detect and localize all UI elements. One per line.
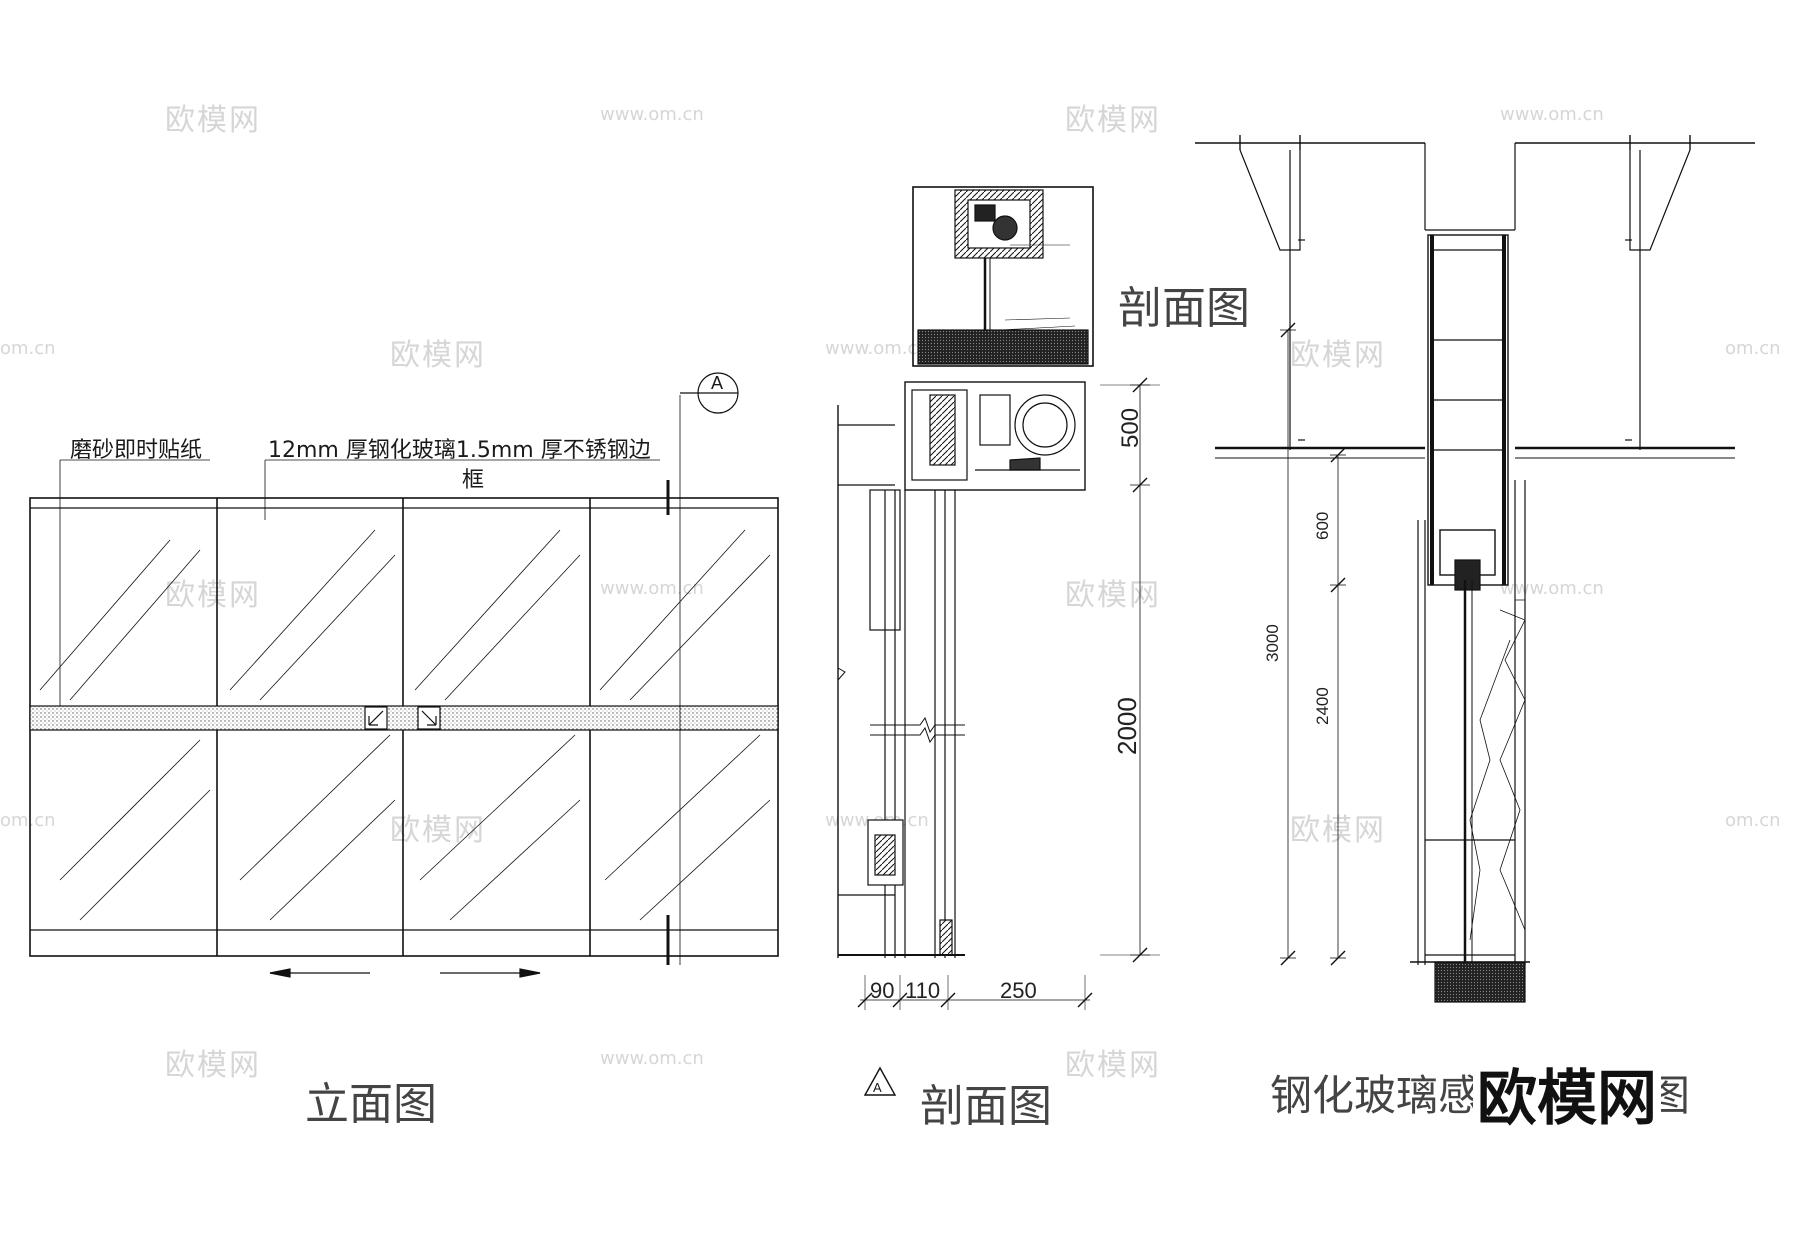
elevation-drawing: [29, 372, 779, 978]
door-section-drawing: [1195, 135, 1755, 1003]
watermark-url: om.cn: [0, 810, 56, 831]
watermark-brand: 欧模网: [1290, 813, 1386, 848]
watermark-url: www.om.cn: [600, 104, 704, 125]
watermark-brand: 欧模网: [1065, 103, 1161, 138]
watermark-brand: 欧模网: [1290, 338, 1386, 373]
watermark-brand: 欧模网: [1065, 578, 1161, 613]
watermark-brand: 欧模网: [390, 813, 486, 848]
dim-600: 600: [1313, 511, 1332, 540]
watermark-url: www.om.cn: [1500, 578, 1604, 599]
section-a-title: 剖面图: [920, 1081, 1052, 1132]
watermark-brand: 欧模网: [390, 338, 486, 373]
watermark-url: om.cn: [1725, 810, 1781, 831]
note-tempered-glass-line2: 框: [462, 468, 485, 493]
dim-250: 250: [1000, 978, 1037, 1003]
dim-2400: 2400: [1313, 687, 1332, 725]
inset-detail: [912, 186, 1094, 367]
dim-2000: 2000: [1112, 697, 1142, 755]
note-frosted-film: 磨砂即时贴纸: [70, 438, 203, 463]
watermark-brand: 欧模网: [165, 1048, 261, 1083]
watermark-url: www.om.cn: [600, 1048, 704, 1069]
note-tempered-glass: 12mm 厚钢化玻璃1.5mm 厚不锈钢边: [268, 438, 651, 463]
inset-title: 剖面图: [1118, 283, 1250, 334]
brand-logo: 欧模网: [1473, 1050, 1661, 1137]
watermark-url: om.cn: [1725, 338, 1781, 359]
watermark-url: om.cn: [0, 338, 56, 359]
section-a-title-letter: A: [873, 1080, 882, 1095]
watermark-brand: 欧模网: [1065, 1048, 1161, 1083]
watermark-url: www.om.cn: [1500, 104, 1604, 125]
watermark-url: www.om.cn: [600, 578, 704, 599]
elevation-title: 立面图: [305, 1079, 437, 1130]
watermark-brand: 欧模网: [165, 578, 261, 613]
dim-500: 500: [1117, 407, 1144, 448]
dim-110: 110: [905, 978, 941, 1003]
watermark-brand: 欧模网: [165, 103, 261, 138]
watermark-url: www.om.cn: [825, 338, 929, 359]
dim-3000: 3000: [1263, 624, 1282, 662]
section-marker-a: A: [711, 373, 724, 393]
dim-90: 90: [870, 978, 895, 1003]
section-a-drawing: [837, 377, 1160, 1096]
